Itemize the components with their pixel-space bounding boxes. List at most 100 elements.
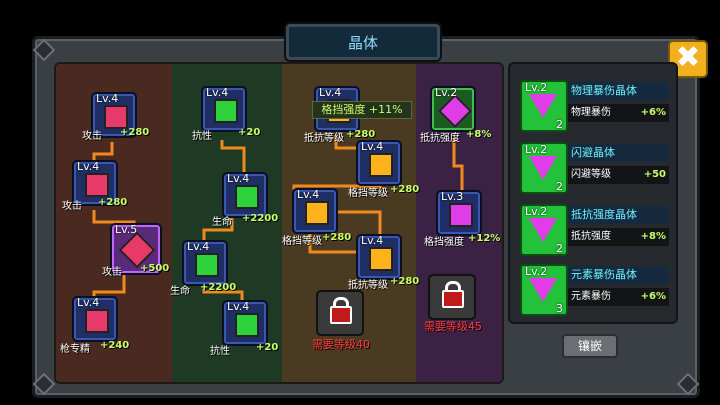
level-requirement: 需要等级45 — [424, 320, 482, 333]
skill-level: Lv.2 — [435, 86, 458, 99]
skill-label: 格挡强度 — [424, 237, 464, 248]
skill-node[interactable]: Lv.5 — [110, 223, 162, 275]
locked-node[interactable] — [316, 290, 364, 336]
skill-value: +2200 — [200, 282, 237, 293]
stat-tooltip: 格挡强度 +11% — [312, 101, 412, 119]
crystal-count: 3 — [556, 302, 563, 315]
embed-button[interactable]: 镶嵌 — [562, 334, 618, 358]
skill-level: Lv.4 — [77, 160, 100, 173]
life-gem-icon — [195, 253, 219, 277]
crystal-name: 闪避晶体 — [568, 144, 669, 162]
skill-label: 生命 — [170, 286, 190, 297]
skill-node[interactable]: Lv.4 — [201, 86, 247, 132]
tooltip-label: 格挡强度 — [321, 103, 366, 116]
skill-node[interactable]: Lv.4 — [222, 300, 268, 346]
skill-level: Lv.4 — [227, 300, 250, 313]
skill-value: +20 — [256, 342, 279, 353]
skill-node[interactable]: Lv.4 — [356, 234, 402, 280]
skill-node[interactable]: Lv.4 — [72, 160, 118, 206]
skill-node[interactable]: Lv.3 — [436, 190, 482, 236]
skill-node[interactable]: Lv.4 — [222, 172, 268, 218]
block-gem-icon — [369, 247, 393, 271]
skill-label: 生命 — [212, 217, 232, 228]
skill-level: Lv.4 — [96, 92, 119, 105]
crystal-stat-label: 元素暴伤 — [571, 291, 611, 302]
skill-node[interactable]: Lv.4 — [91, 92, 137, 138]
life-gem-icon — [235, 313, 259, 337]
skill-label: 攻击 — [62, 201, 82, 212]
elemental-gem-icon — [438, 94, 472, 128]
skill-node[interactable]: Lv.4 — [356, 140, 402, 186]
crystal-count: 2 — [556, 242, 563, 255]
skill-value: +8% — [466, 129, 492, 140]
skill-value: +20 — [238, 127, 261, 138]
crystal-stat: 抵抗强度 +8% — [568, 228, 669, 246]
skill-value: +12% — [468, 233, 501, 244]
crystal-level: Lv.2 — [525, 205, 548, 218]
locked-node[interactable] — [428, 274, 476, 320]
crystal-count: 2 — [556, 180, 563, 193]
crystal-stat-label: 抵抗强度 — [571, 231, 611, 242]
skill-value: +280 — [346, 129, 376, 140]
skill-value: +280 — [390, 276, 420, 287]
crystal-stat: 元素暴伤 +6% — [568, 288, 669, 306]
lock-icon — [445, 281, 461, 294]
block-gem-icon — [369, 153, 393, 177]
skill-node[interactable]: Lv.4 — [72, 296, 118, 342]
connector-line — [452, 138, 464, 192]
skill-level: Lv.4 — [297, 188, 320, 201]
crystal-stat-value: +6% — [640, 291, 666, 302]
attack-gem-icon — [85, 309, 109, 333]
skill-label: 抵抗等级 — [304, 133, 344, 144]
crystal-icon: Lv.2 2 — [520, 142, 568, 194]
skill-label: 攻击 — [82, 131, 102, 142]
crystal-name: 抵抗强度晶体 — [568, 206, 669, 224]
skill-value: +280 — [98, 197, 128, 208]
elemental-gem-icon — [449, 203, 473, 227]
title-plate: 晶体 — [286, 24, 440, 60]
skill-level: Lv.4 — [319, 86, 342, 99]
crystal-slot[interactable]: Lv.2 2 抵抗强度晶体 抵抗强度 +8% — [518, 202, 669, 256]
skill-level: Lv.4 — [227, 172, 250, 185]
skill-label: 格挡等级 — [348, 188, 388, 199]
skill-level: Lv.4 — [187, 240, 210, 253]
skill-value: +280 — [390, 184, 420, 195]
skill-label: 抗性 — [192, 131, 212, 142]
crystal-icon: Lv.2 2 — [520, 204, 568, 256]
tree-connectors — [92, 138, 464, 302]
crystal-stat-value: +8% — [640, 231, 666, 242]
skill-label: 抵抗强度 — [420, 133, 460, 144]
attack-gem-icon — [85, 173, 109, 197]
skill-label: 格挡等级 — [282, 236, 322, 247]
crystal-stat-label: 物理暴伤 — [571, 107, 611, 118]
skill-level: Lv.3 — [441, 190, 464, 203]
crystal-level: Lv.2 — [525, 143, 548, 156]
crystal-stat: 闪避等级+50 — [568, 166, 669, 184]
skill-node[interactable]: Lv.2 — [430, 86, 476, 132]
crystal-stat: 物理暴伤+6% — [568, 104, 669, 122]
skill-value: +240 — [100, 340, 130, 351]
triangle-gem-icon — [529, 218, 557, 242]
skill-node[interactable]: Lv.4 — [182, 240, 228, 286]
crystal-name: 物理暴伤晶体 — [568, 82, 669, 100]
skill-label: 枪专精 — [60, 344, 90, 355]
triangle-gem-icon — [529, 278, 557, 302]
skill-node[interactable]: Lv.4 — [292, 188, 338, 234]
life-gem-icon — [235, 185, 259, 209]
skill-label: 抵抗等级 — [348, 280, 388, 291]
life-gem-icon — [214, 99, 238, 123]
crystal-icon: Lv.2 3 — [520, 264, 568, 316]
skill-label: 攻击 — [102, 267, 122, 278]
page-title: 晶体 — [347, 34, 378, 52]
skill-level: Lv.4 — [361, 234, 384, 247]
connector-line — [220, 140, 246, 174]
crystal-level: Lv.2 — [525, 265, 548, 278]
crystal-slot[interactable]: Lv.2 2 闪避晶体 闪避等级+50 — [518, 140, 669, 194]
lock-icon — [333, 297, 349, 310]
skill-level: Lv.4 — [206, 86, 229, 99]
skill-level: Lv.4 — [77, 296, 100, 309]
triangle-gem-icon — [529, 156, 557, 180]
